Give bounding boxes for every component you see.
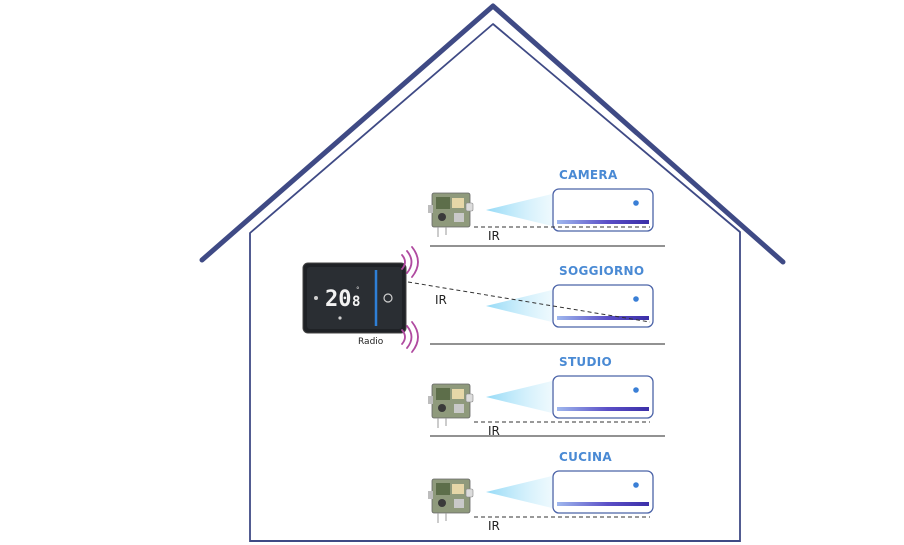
smart-thermostat-icon[interactable]: 20 8 ° [302, 262, 407, 334]
room-3: CUCINA IR [428, 450, 654, 533]
house-outline [199, 3, 786, 542]
room-name-label: CUCINA [559, 450, 612, 464]
room-name-label: SOGGIORNO [559, 264, 644, 278]
floor-lines [430, 245, 665, 437]
thermostat-ir-line [407, 281, 651, 323]
ir-beam [486, 194, 552, 226]
air-conditioner-icon[interactable] [552, 375, 654, 419]
room-2: STUDIO IR [428, 355, 654, 438]
ac-status-led [633, 482, 639, 488]
thermostat-ir-label: IR [435, 293, 447, 307]
ac-vent [557, 220, 649, 224]
thermostat-display-decimal: 8 [352, 294, 360, 310]
ac-vent [557, 316, 649, 320]
ac-status-led [633, 200, 639, 206]
ac-vent [557, 502, 649, 506]
ir-beam [486, 381, 552, 413]
room-0: CAMERA IR [428, 168, 654, 243]
thermostat-button-icon[interactable] [383, 293, 393, 303]
air-conditioner-icon[interactable] [552, 470, 654, 514]
ir-beam [486, 290, 552, 322]
thermostat-group: IR 20 8 ° Radio [302, 246, 651, 353]
thermostat-display-value: 20 [325, 287, 352, 312]
radio-wave-icon [401, 246, 419, 353]
ir-label: IR [488, 229, 500, 243]
radio-label: Radio [358, 337, 384, 347]
ir-receiver-module-icon[interactable] [428, 478, 474, 523]
rooms: CAMERA IR SOGGIORNO STUDIO IR CUCINA IR [428, 168, 654, 533]
thermostat-status-icon [338, 316, 342, 320]
roof-outer [199, 3, 786, 265]
air-conditioner-icon[interactable] [552, 284, 654, 328]
thermostat-display-unit: ° [356, 286, 360, 294]
ir-label: IR [488, 519, 500, 533]
air-conditioner-icon[interactable] [552, 188, 654, 232]
ir-receiver-module-icon[interactable] [428, 192, 474, 237]
ir-beam [486, 476, 552, 508]
ir-receiver-module-icon[interactable] [428, 383, 474, 428]
thermostat-mode-icon [314, 296, 318, 300]
room-1: SOGGIORNO [486, 264, 654, 328]
house-wall-inner [249, 23, 741, 542]
ac-status-led [633, 296, 639, 302]
room-name-label: CAMERA [559, 168, 618, 182]
ir-label: IR [488, 424, 500, 438]
ac-status-led [633, 387, 639, 393]
ac-vent [557, 407, 649, 411]
room-name-label: STUDIO [559, 355, 612, 369]
